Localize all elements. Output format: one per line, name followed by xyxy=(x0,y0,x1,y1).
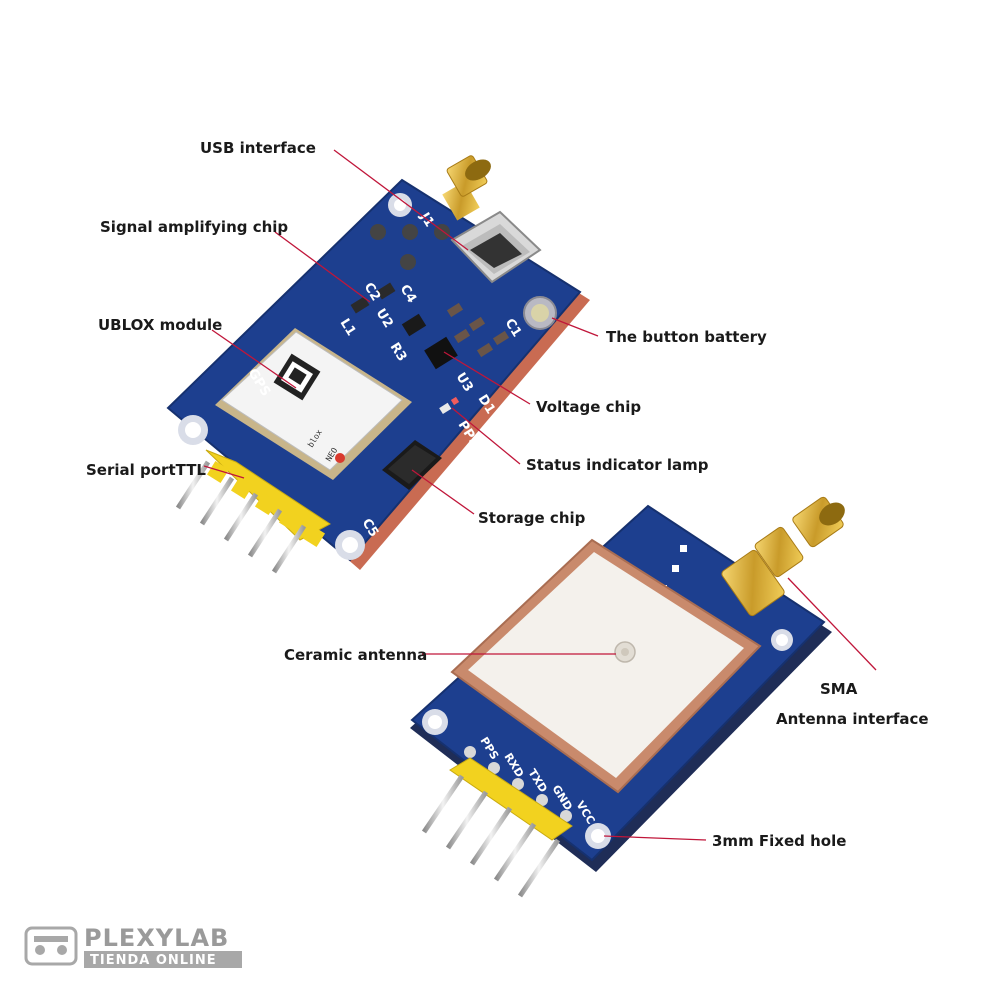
leader-storage xyxy=(411,469,475,515)
top-silkscreen: GPS J1 C2 C4 U2 L1 R3 C1 U3 D1 PPS C5 xyxy=(245,209,525,540)
top-header-pins xyxy=(175,460,307,574)
leader-status xyxy=(451,407,521,465)
label-ublox-module: UBLOX module xyxy=(98,316,222,334)
callout-labels: USB interface Signal amplifying chip UBL… xyxy=(86,139,929,850)
leader-ublox xyxy=(211,329,297,389)
bottom-mounting-holes xyxy=(422,629,793,849)
bottom-pin-holes xyxy=(464,746,572,822)
label-3mm-fixed-hole: 3mm Fixed hole xyxy=(712,832,846,850)
plexylab-watermark: PLEXYLAB TIENDA ONLINE xyxy=(24,924,242,968)
leader-usb xyxy=(333,149,469,251)
usb-connector xyxy=(450,210,542,284)
storage-chip xyxy=(382,440,442,490)
label-button-battery: The button battery xyxy=(606,328,767,346)
label-antenna-interface: Antenna interface xyxy=(776,710,929,728)
leader-hole xyxy=(603,835,707,841)
label-signal-amplifying-chip: Signal amplifying chip xyxy=(100,218,288,236)
button-battery xyxy=(523,296,557,330)
top-sma-connector xyxy=(442,155,491,221)
leader-amplifier xyxy=(274,231,371,303)
label-sma: SMA xyxy=(820,680,858,698)
leader-voltage xyxy=(443,351,531,405)
leader-sma xyxy=(787,577,877,671)
watermark-subtitle: TIENDA ONLINE xyxy=(90,953,217,968)
leader-serial xyxy=(203,465,245,479)
label-status-indicator-lamp: Status indicator lamp xyxy=(526,456,709,474)
label-storage-chip: Storage chip xyxy=(478,509,586,527)
top-pin-header xyxy=(175,449,331,574)
watermark-subtitle-bg xyxy=(84,951,242,968)
leader-lines xyxy=(203,149,877,841)
j1-header-pads xyxy=(370,224,450,270)
watermark-name: PLEXYLAB xyxy=(84,924,229,952)
bottom-gps-board: PPS RXD TXD GND VCC xyxy=(410,496,845,898)
bottom-sma-connector xyxy=(721,496,845,617)
ceramic-antenna xyxy=(450,538,762,794)
plexylab-logo-icon xyxy=(24,926,78,966)
top-mounting-holes xyxy=(178,193,412,560)
label-usb-interface: USB interface xyxy=(200,139,316,157)
label-voltage-chip: Voltage chip xyxy=(536,398,641,416)
smd-components xyxy=(350,282,510,415)
label-ceramic-antenna: Ceramic antenna xyxy=(284,646,427,664)
label-serial-port: Serial portTTL xyxy=(86,461,206,479)
top-gps-board: blox NEO xyxy=(166,155,590,574)
bottom-pin-header xyxy=(421,757,573,898)
leader-battery xyxy=(551,317,599,337)
